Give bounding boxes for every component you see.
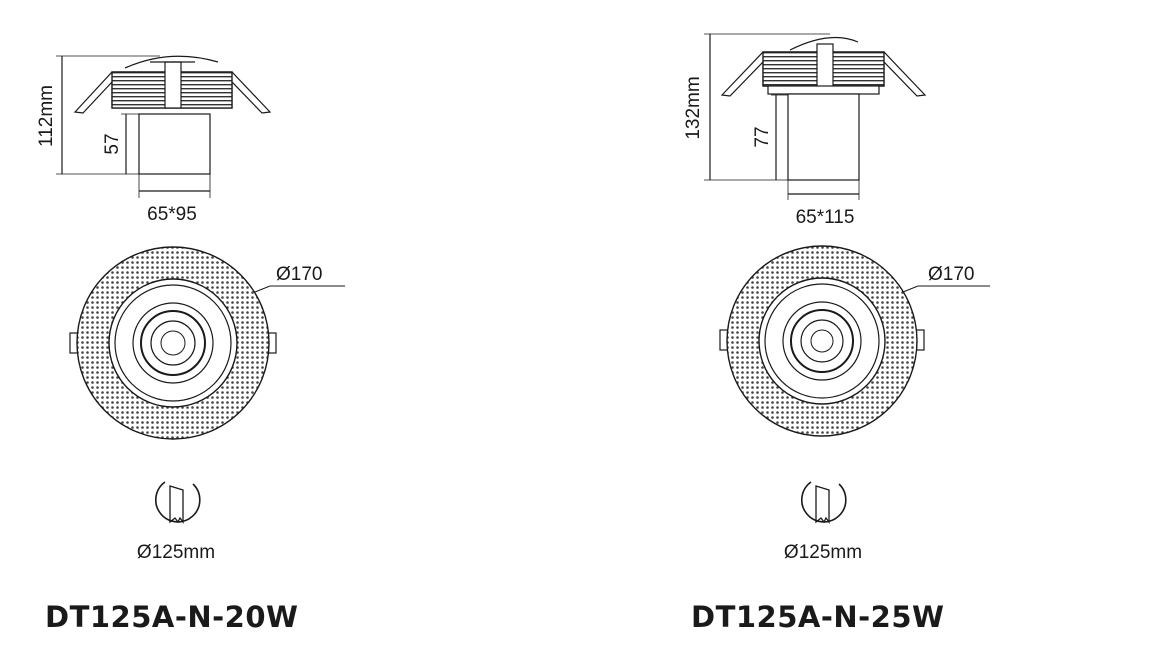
cutout-label: Ø125mm: [137, 542, 215, 563]
body-size-label: 65*95: [147, 204, 197, 225]
model-title-2: DT125A-N-25W: [691, 600, 945, 634]
body-size-label: 65*115: [796, 207, 855, 228]
height-total-label: 112mm: [36, 85, 57, 147]
outer-diameter-label: Ø170: [928, 264, 974, 285]
outer-diameter-label: Ø170: [276, 264, 322, 285]
side-view-2: [704, 33, 927, 200]
product-2: 132mm 77 65*115 Ø170 Ø125mm DT125A-N-25W: [683, 33, 990, 634]
cutout-label: Ø125mm: [784, 542, 862, 563]
front-view-2: [719, 245, 990, 437]
model-title-1: DT125A-N-20W: [45, 600, 299, 634]
front-view-1: [69, 246, 345, 440]
cutout-saw-icon: [801, 481, 847, 524]
product-1: 112mm 57 65*95 Ø170 Ø125mm DT125A-N-20W: [36, 55, 345, 634]
height-body-label: 57: [102, 133, 123, 154]
height-total-label: 132mm: [683, 76, 704, 139]
side-view-1: [56, 55, 272, 198]
height-body-label: 77: [752, 126, 773, 147]
cutout-saw-icon: [155, 481, 201, 524]
